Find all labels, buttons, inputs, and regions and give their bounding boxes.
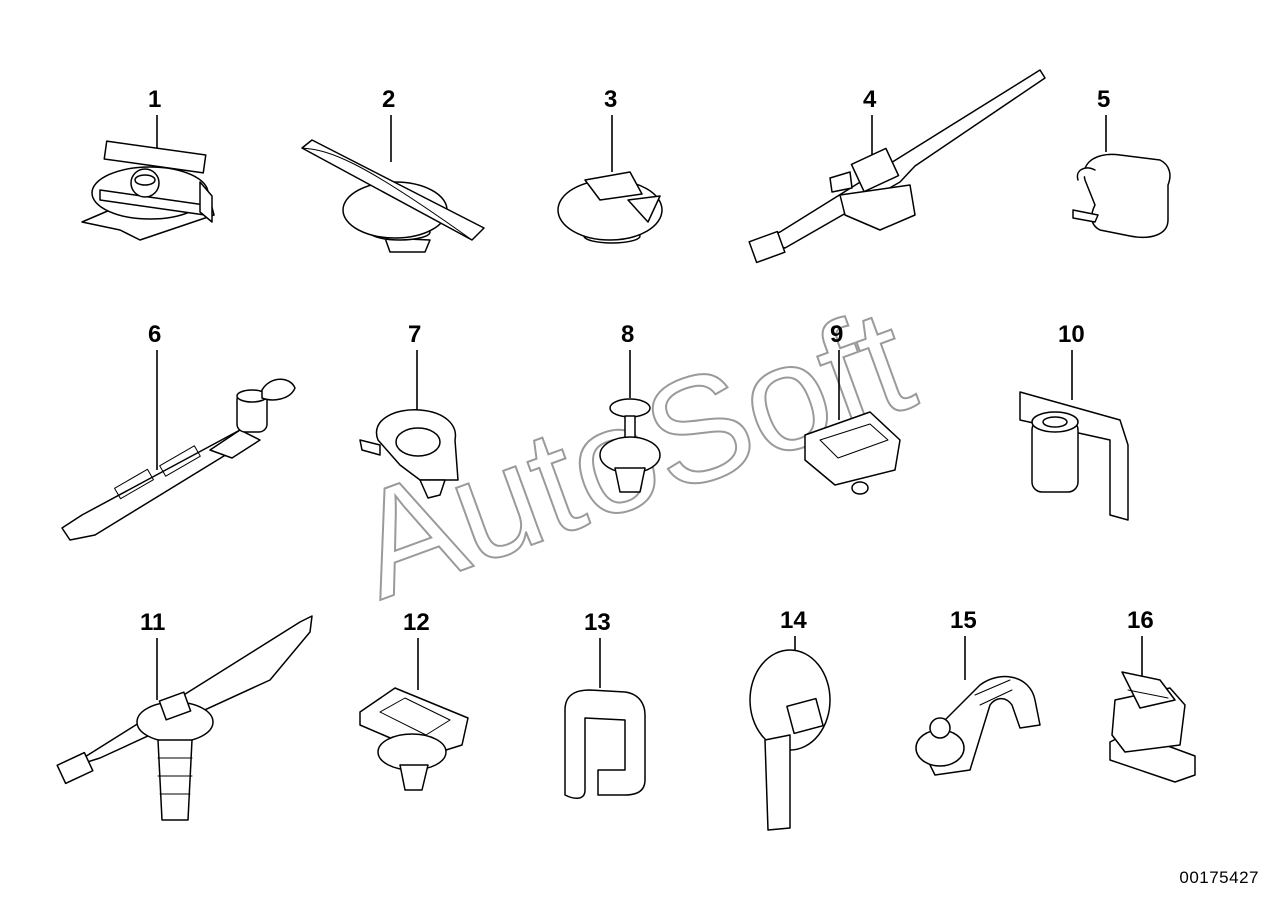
part-10: 10 — [1019, 321, 1129, 521]
hose-clamp-icon — [915, 675, 1041, 776]
part-4: 4 — [748, 69, 1046, 264]
part-9: 9 — [804, 321, 901, 495]
callout-3: 3 — [604, 86, 617, 113]
callout-4: 4 — [863, 86, 877, 113]
cable-strap-icon — [61, 378, 296, 541]
snap-holder-icon — [1109, 671, 1196, 783]
callout-13: 13 — [584, 609, 611, 636]
channel-clip-icon — [359, 687, 469, 791]
clamp-icon — [1072, 153, 1171, 239]
push-rivet-icon — [557, 171, 663, 244]
part-1: 1 — [81, 86, 215, 241]
callout-14: 14 — [780, 607, 807, 634]
reference-number: 00175427 — [1179, 868, 1259, 887]
bracket-icon — [1019, 391, 1129, 521]
holder-block-icon — [804, 411, 901, 495]
u-clip-icon — [564, 689, 646, 800]
part-2: 2 — [301, 86, 485, 253]
callout-10: 10 — [1058, 321, 1085, 348]
callout-7: 7 — [408, 321, 421, 348]
cable-holder-icon — [301, 139, 485, 253]
cable-tie-icon — [748, 69, 1046, 264]
part-8: 8 — [599, 321, 661, 493]
part-14: 14 — [749, 607, 831, 831]
callout-2: 2 — [382, 86, 395, 113]
callout-16: 16 — [1127, 607, 1154, 634]
part-11: 11 — [56, 609, 313, 821]
cable-tie-anchor-icon — [56, 615, 313, 821]
part-7: 7 — [359, 321, 459, 499]
screw-rivet-icon — [599, 398, 661, 493]
callout-15: 15 — [950, 607, 977, 634]
part-6: 6 — [61, 321, 296, 541]
callout-11: 11 — [140, 609, 165, 636]
disc-holder-icon — [749, 649, 831, 831]
cable-clip-icon — [81, 140, 215, 241]
callout-9: 9 — [830, 321, 843, 348]
callout-1: 1 — [148, 86, 161, 113]
part-16: 16 — [1109, 607, 1196, 783]
part-12: 12 — [359, 609, 469, 791]
part-15: 15 — [915, 607, 1041, 776]
callout-5: 5 — [1097, 86, 1110, 113]
callout-6: 6 — [148, 321, 161, 348]
callout-8: 8 — [621, 321, 634, 348]
callout-12: 12 — [403, 609, 430, 636]
pipe-clip-icon — [359, 409, 459, 499]
part-13: 13 — [564, 609, 646, 800]
part-3: 3 — [557, 86, 663, 244]
part-5: 5 — [1072, 86, 1171, 239]
